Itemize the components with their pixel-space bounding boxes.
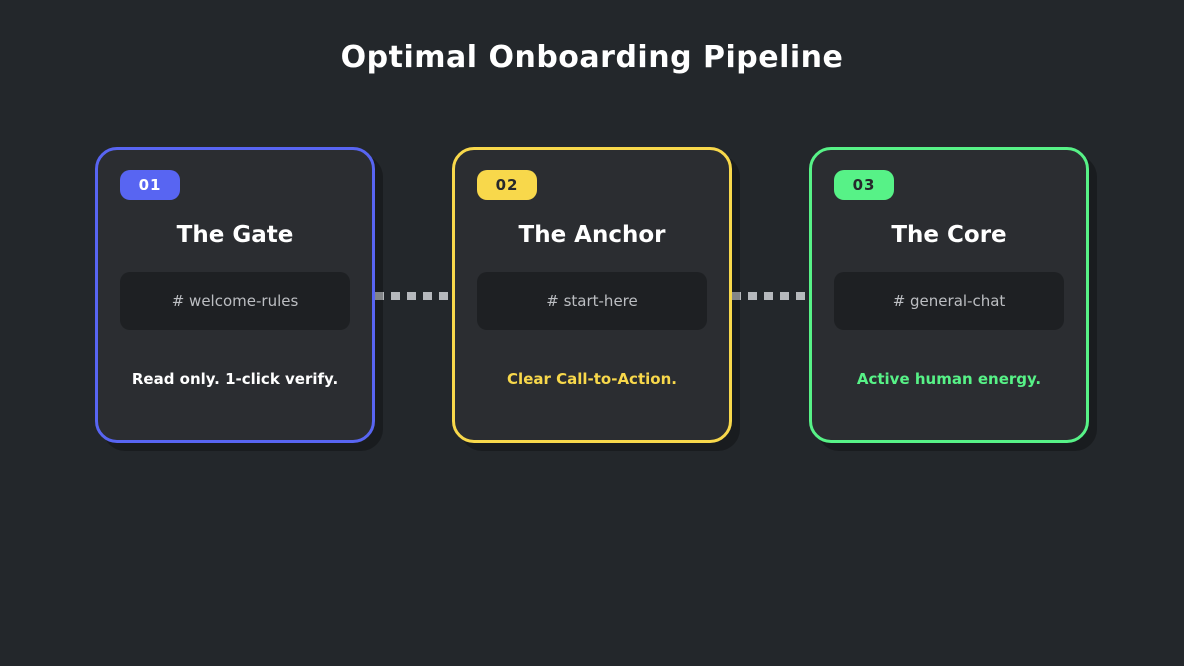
step-number-badge: 03 — [834, 170, 894, 200]
step-title: The Gate — [176, 222, 294, 248]
pipeline: 01 The Gate # welcome-rules Read only. 1… — [0, 147, 1184, 443]
channel-name: # start-here — [546, 292, 638, 310]
step-card-core: 03 The Core # general-chat Active human … — [809, 147, 1089, 443]
channel-pill: # welcome-rules — [120, 272, 350, 330]
step-number: 03 — [852, 176, 876, 194]
page-title: Optimal Onboarding Pipeline — [340, 40, 844, 75]
step-title: The Core — [891, 222, 1007, 248]
channel-pill: # start-here — [477, 272, 707, 330]
step-card-anchor: 02 The Anchor # start-here Clear Call-to… — [452, 147, 732, 443]
channel-name: # welcome-rules — [171, 292, 299, 310]
step-card-gate: 01 The Gate # welcome-rules Read only. 1… — [95, 147, 375, 443]
channel-pill: # general-chat — [834, 272, 1064, 330]
step-description: Read only. 1-click verify. — [131, 370, 339, 388]
step-description: Active human energy. — [856, 370, 1042, 388]
step-number: 02 — [495, 176, 519, 194]
connector-dotted-line — [375, 292, 452, 300]
step-description: Clear Call-to-Action. — [507, 370, 677, 388]
step-title: The Anchor — [518, 222, 666, 248]
connector-dotted-line — [732, 292, 809, 300]
step-number-badge: 01 — [120, 170, 180, 200]
step-number-badge: 02 — [477, 170, 537, 200]
step-number: 01 — [138, 176, 162, 194]
channel-name: # general-chat — [892, 292, 1006, 310]
